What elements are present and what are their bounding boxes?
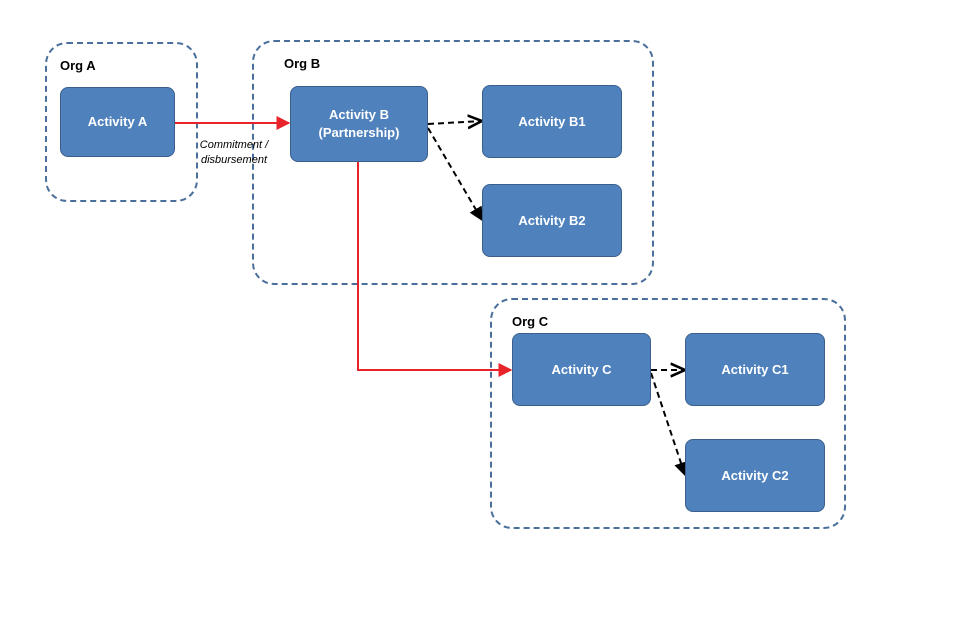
activity-c1-box[interactable]: Activity C1 xyxy=(685,333,825,406)
activity-b-label-line-2: (Partnership) xyxy=(318,125,400,140)
activity-b1-box[interactable]: Activity B1 xyxy=(482,85,622,158)
activity-c1-label: Activity C1 xyxy=(721,361,789,377)
org-c-container xyxy=(490,298,846,529)
edge-label-line-2: disbursement xyxy=(200,154,268,166)
activity-c-label: Activity C xyxy=(551,361,612,377)
arrow-b-to-b2 xyxy=(427,127,483,222)
org-b-label: Org B xyxy=(284,56,321,71)
activity-a-label: Activity A xyxy=(87,114,148,129)
edge-label-line-1: Commitment / xyxy=(199,139,269,151)
activity-b-box[interactable]: Activity B (Partnership) xyxy=(290,86,428,162)
org-c-label: Org C xyxy=(512,314,549,329)
activity-b1-label: Activity B1 xyxy=(518,113,586,129)
activity-c-box[interactable]: Activity C xyxy=(512,333,651,406)
activity-a-box[interactable]: Activity A xyxy=(60,87,175,157)
org-b-container xyxy=(252,40,654,285)
org-a-label: Org A xyxy=(60,58,96,73)
activity-c2-label: Activity C2 xyxy=(721,467,789,483)
arrow-c-to-c2 xyxy=(650,372,688,477)
activity-b-label-line-1: Activity B xyxy=(329,107,389,122)
arrow-b-to-b1 xyxy=(427,121,482,124)
activity-b2-box[interactable]: Activity B2 xyxy=(482,184,622,257)
edge-label-commitment-disbursement: Commitment / disbursement xyxy=(184,138,284,168)
activity-c2-box[interactable]: Activity C2 xyxy=(685,439,825,512)
arrow-b-to-c xyxy=(357,162,513,377)
activity-b2-label: Activity B2 xyxy=(518,212,586,228)
